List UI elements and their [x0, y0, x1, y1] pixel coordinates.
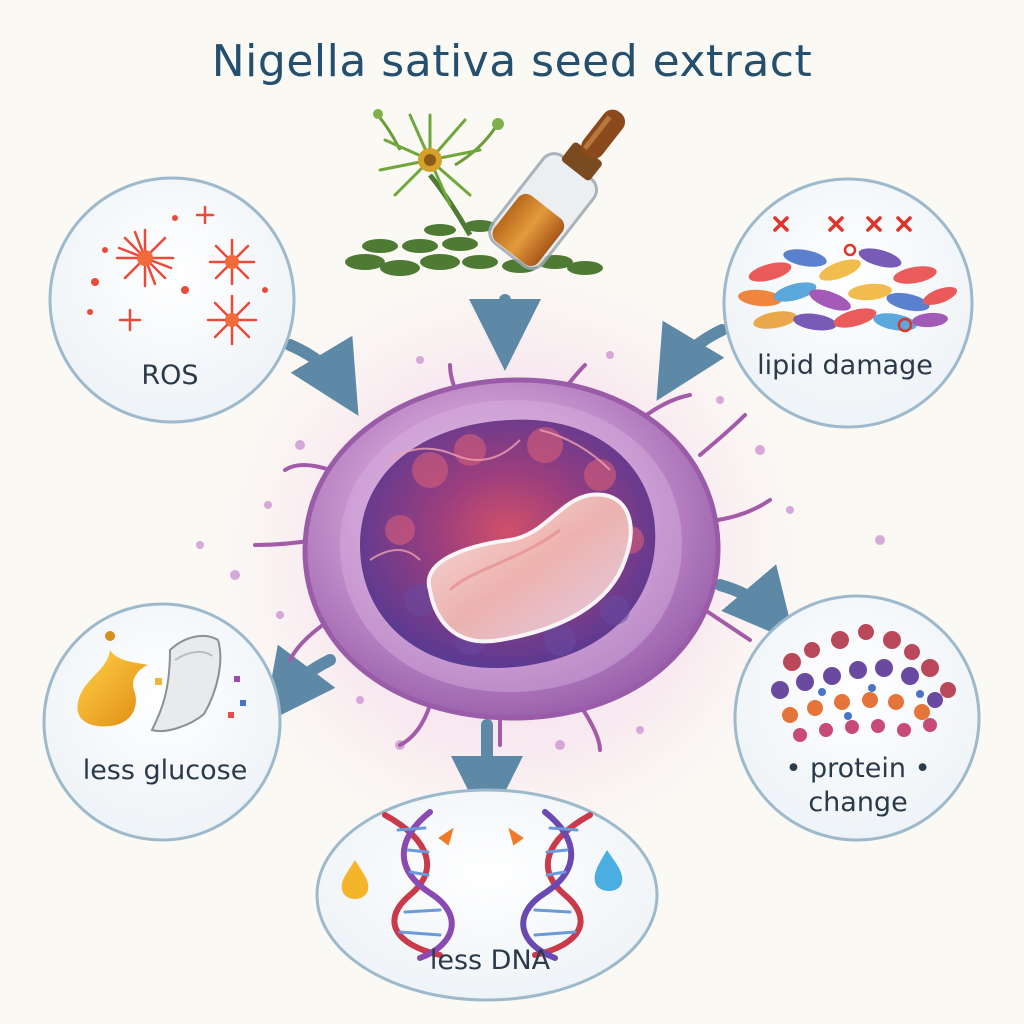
arrow-protein — [714, 564, 796, 643]
protein-change-label: • protein • change — [758, 752, 958, 820]
lipid-damage-label: lipid damage — [757, 350, 933, 381]
bullet-left: • — [785, 753, 802, 784]
bubble-ros — [48, 176, 296, 424]
arrow-ros — [284, 335, 359, 416]
less-glucose-label: less glucose — [82, 755, 248, 786]
protein-label-line1: protein — [810, 753, 906, 784]
arrow-lipid — [656, 320, 728, 401]
bullet-right: • — [914, 753, 931, 784]
dropper-bottle-icon — [488, 109, 626, 270]
ros-label: ROS — [141, 360, 199, 391]
arrow-glucose — [263, 644, 336, 724]
page-title: Nigella sativa seed extract — [211, 36, 813, 87]
cell-illustration — [253, 363, 772, 752]
nucleus — [426, 492, 633, 644]
arrows — [263, 294, 796, 828]
dna-helix-icon — [341, 809, 623, 961]
nigella-flower-icon — [345, 109, 603, 276]
lipid-molecules-icon — [738, 216, 958, 333]
protein-clusters-icon — [771, 624, 956, 742]
protein-label-line2: change — [808, 787, 908, 818]
glucose-drop-icon — [77, 631, 246, 732]
less-dna-label: less DNA — [429, 945, 551, 976]
ros-burst-icon — [87, 205, 268, 346]
